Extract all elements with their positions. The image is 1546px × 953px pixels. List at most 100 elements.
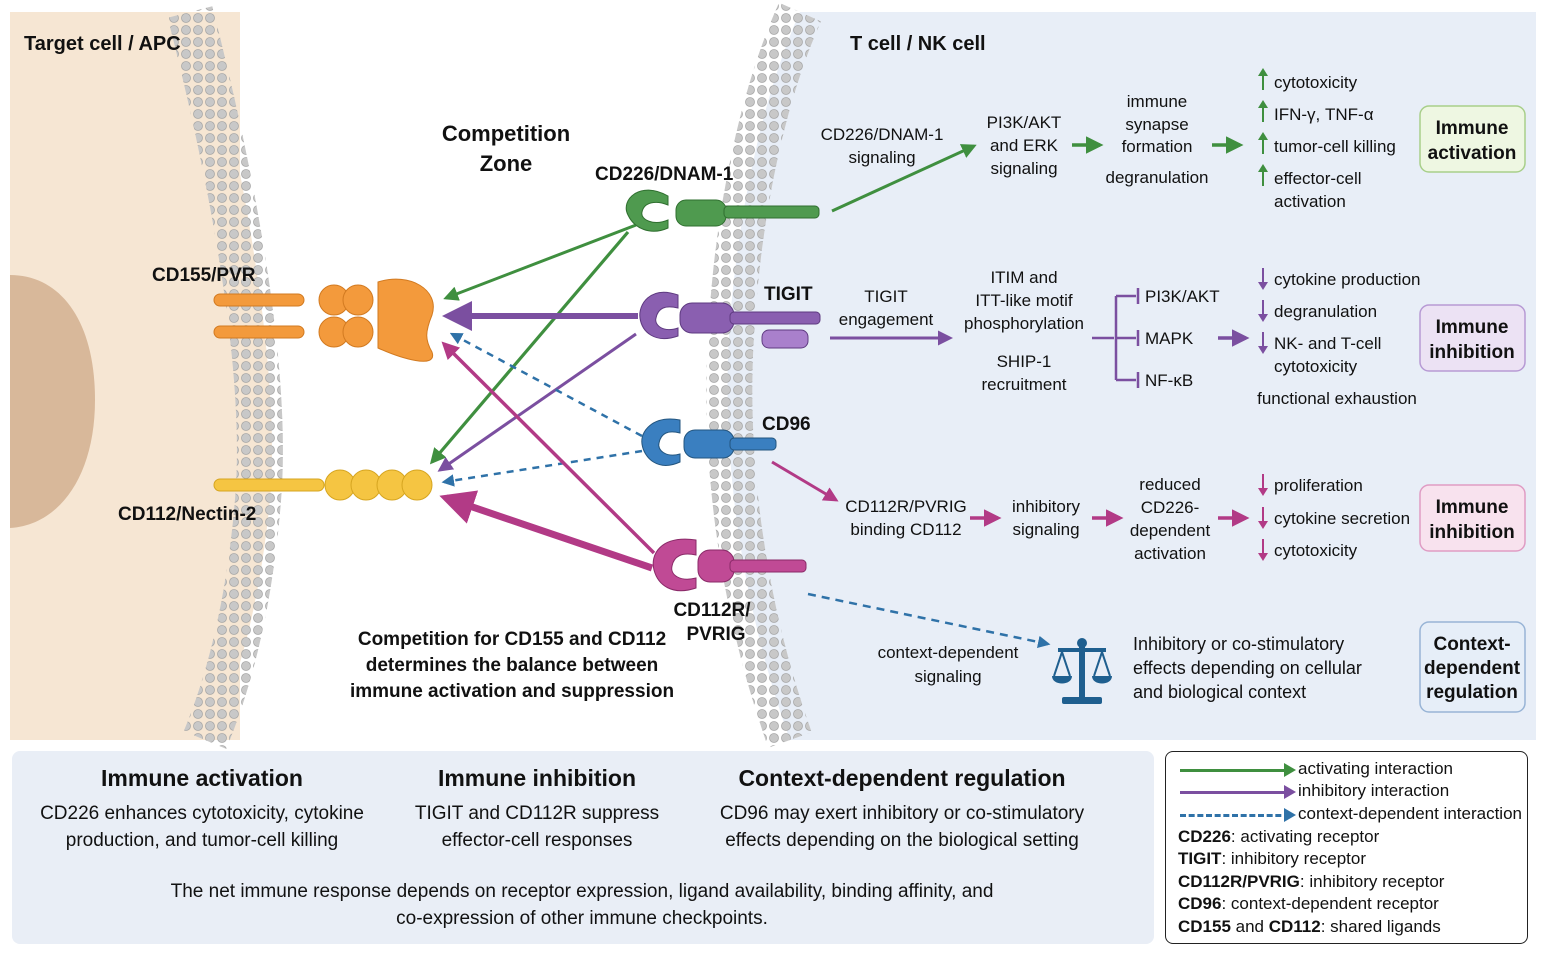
effector-cell-body <box>727 12 1536 740</box>
cd112-ligand <box>213 469 433 501</box>
tigit-to-cd112-arrow <box>437 332 637 472</box>
tig-out-1: cytokine production <box>1274 270 1420 289</box>
summary-net-1: The net immune response depends on recep… <box>170 881 994 902</box>
c112-step1-l2: binding CD112 <box>850 520 961 539</box>
legend-def-cd112r: CD112R/PVRIG: inhibitory receptor <box>1178 872 1445 891</box>
context-badge <box>1419 621 1526 713</box>
down-arrow-icon <box>1258 539 1268 561</box>
cd112r-pathway: CD112R/PVRIG binding CD112 inhibitory si… <box>845 475 1526 563</box>
legend-context-arrowhead <box>1284 808 1296 822</box>
summary-activation-text-1: CD226 enhances cytotoxicity, cytokine <box>40 803 364 824</box>
cd112r-badge-l1: Immune <box>1436 497 1509 518</box>
c96-effect-l3: and biological context <box>1133 682 1306 702</box>
tigit-pathway: TIGIT engagement ITIM and ITT-like motif… <box>839 268 1526 408</box>
act-out-4: effector-cell <box>1274 169 1362 188</box>
c96-step1-l1: context-dependent <box>878 643 1019 662</box>
tig-branch-2: MAPK <box>1145 329 1194 348</box>
cd112r-label-1: CD112R/ <box>673 600 751 621</box>
c112-step1-l1: CD112R/PVRIG <box>845 497 967 516</box>
c96-effect-l1: Inhibitory or co-stimulatory <box>1133 634 1344 654</box>
legend-def-cd96: CD96: context-dependent receptor <box>1178 894 1439 913</box>
competition-note-2: determines the balance between <box>366 655 659 676</box>
up-arrow-icon <box>1258 100 1268 122</box>
summary-context-text-2: effects depending on the biological sett… <box>725 830 1079 851</box>
tig-step2-l1: ITIM and <box>990 268 1057 287</box>
down-arrow-icon <box>1258 474 1268 496</box>
summary-net-2: co-expression of other immune checkpoint… <box>396 908 768 929</box>
activation-badge-l1: Immune <box>1436 118 1509 139</box>
tig-step1-l1: TIGIT <box>864 287 907 306</box>
tig-step2-l4: SHIP-1 <box>997 352 1052 371</box>
c112-out-3: cytotoxicity <box>1274 541 1358 560</box>
activation-badge <box>1419 105 1526 173</box>
cd112r-to-cd112-arrow <box>439 490 654 572</box>
c112-out-1: proliferation <box>1274 476 1363 495</box>
tig-out-2: degranulation <box>1274 302 1377 321</box>
tigit-badge-l1: Immune <box>1436 317 1509 338</box>
tig-out-4: cytotoxicity <box>1274 357 1358 376</box>
cd96-to-cd112-arrow <box>441 449 643 487</box>
tigit-inhibition-badge <box>1419 304 1526 372</box>
pathway-arrows <box>771 136 1250 649</box>
c112-step3-l4: activation <box>1134 544 1206 563</box>
act-step1-l2: signaling <box>848 148 915 167</box>
context-badge-l2: dependent <box>1424 658 1521 679</box>
cd112-label: CD112/Nectin-2 <box>118 504 256 525</box>
act-step3-l4: degranulation <box>1105 168 1208 187</box>
effector-membrane <box>706 2 822 748</box>
summary-inhibition-text-2: effector-cell responses <box>441 830 633 851</box>
summary-inhibition: Immune inhibition TIGIT and CD112R suppr… <box>392 765 682 854</box>
target-cell-label: Target cell / APC <box>24 33 181 55</box>
cd96-receptor <box>641 418 777 466</box>
tig-out-3: NK- and T-cell <box>1274 334 1381 353</box>
act-step3-l1: immune <box>1127 92 1187 111</box>
c112-out-2: cytokine secretion <box>1274 509 1410 528</box>
tig-step2-l5: recruitment <box>981 375 1066 394</box>
cd96-pathway: context-dependent signaling Inhibitory o… <box>878 621 1526 713</box>
activation-pathway: CD226/DNAM-1 signaling PI3K/AKT and ERK … <box>821 73 1526 211</box>
legend-def-cd226: CD226: activating receptor <box>1178 827 1380 846</box>
summary-activation-heading: Immune activation <box>101 765 303 791</box>
act-out-5: activation <box>1274 192 1346 211</box>
legend-inhibitory-line <box>1180 791 1290 794</box>
act-step2-l2: and ERK <box>990 136 1059 155</box>
summary-activation-text-2: production, and tumor-cell killing <box>65 830 339 851</box>
act-step2-l1: PI3K/AKT <box>987 113 1062 132</box>
legend-activating-text: activating interaction <box>1298 759 1453 778</box>
tigit-receptor <box>639 291 821 349</box>
act-out-3: tumor-cell killing <box>1274 137 1396 156</box>
cd112r-badge-l2: inhibition <box>1429 522 1514 543</box>
summary-inhibition-text-1: TIGIT and CD112R suppress <box>414 803 660 824</box>
tigit-label: TIGIT <box>764 284 813 305</box>
competition-zone-label-1: Competition <box>442 121 570 146</box>
act-step3-l3: formation <box>1122 137 1193 156</box>
c112-step3-l3: dependent <box>1130 521 1211 540</box>
tig-out-5: functional exhaustion <box>1257 389 1417 408</box>
activation-badge-l2: activation <box>1428 143 1517 164</box>
tig-branch-1: PI3K/AKT <box>1145 287 1220 306</box>
up-arrow-icon <box>1258 132 1268 154</box>
legend-def-ligands: CD155 and CD112: shared ligands <box>1178 917 1441 936</box>
c112-step2-l1: inhibitory <box>1012 497 1081 516</box>
context-badge-l1: Context- <box>1433 634 1510 655</box>
c96-step1-l2: signaling <box>914 667 981 686</box>
cd112r-to-cd155-arrow <box>441 341 656 555</box>
cd226-label: CD226/DNAM-1 <box>595 164 734 185</box>
legend-def-tigit: TIGIT: inhibitory receptor <box>1178 849 1367 868</box>
competition-zone-label-2: Zone <box>480 151 533 176</box>
interaction-arrows <box>429 223 656 572</box>
summary-context-text-1: CD96 may exert inhibitory or co-stimulat… <box>719 803 1085 824</box>
target-cell-body <box>10 12 272 740</box>
cd155-ligand <box>213 278 434 362</box>
tig-step1-l2: engagement <box>839 310 934 329</box>
cd112r-receptor <box>652 538 807 592</box>
c112-step2-l2: signaling <box>1012 520 1079 539</box>
summary-net: The net immune response depends on recep… <box>132 878 1032 932</box>
tigit-badge-l2: inhibition <box>1429 342 1514 363</box>
c96-effect-l2: effects depending on cellular <box>1133 658 1362 678</box>
up-arrow-icon <box>1258 164 1268 186</box>
tig-step2-l3: phosphorylation <box>964 314 1084 333</box>
cd226-receptor <box>625 189 820 232</box>
act-step3-l2: synapse <box>1125 115 1188 134</box>
